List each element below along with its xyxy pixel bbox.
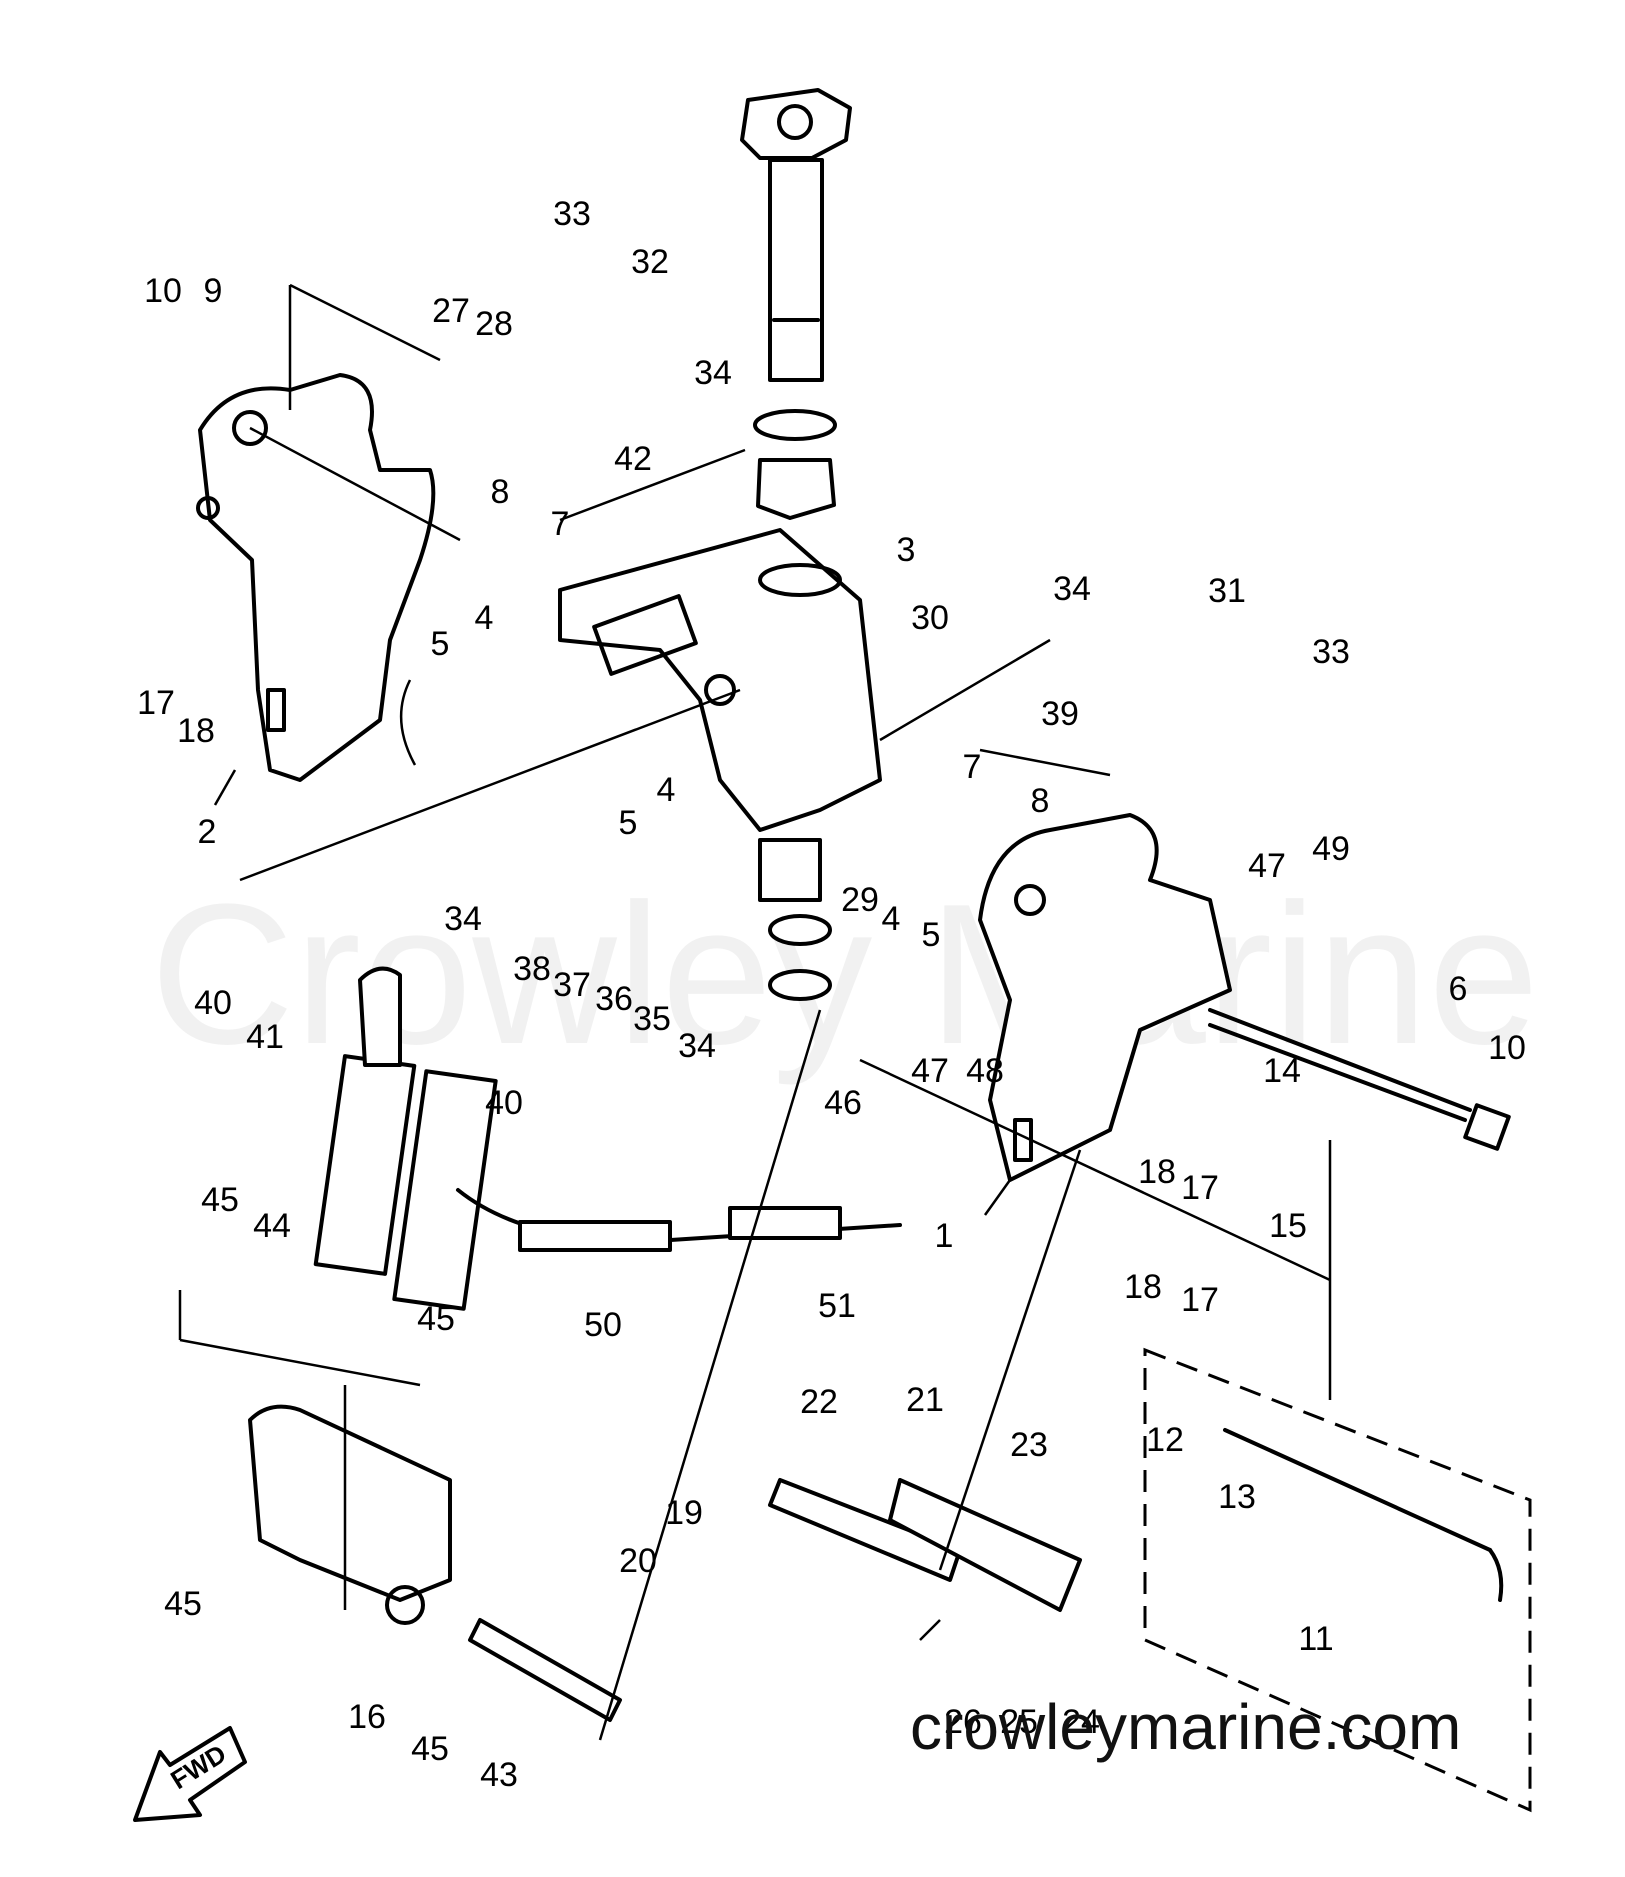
callout-31: 31 bbox=[1208, 572, 1246, 610]
callout-24: 24 bbox=[1062, 1703, 1100, 1741]
callout-29: 29 bbox=[841, 881, 879, 919]
callout-4: 4 bbox=[475, 599, 494, 637]
callout-44: 44 bbox=[253, 1207, 291, 1245]
callout-13: 13 bbox=[1218, 1478, 1256, 1516]
callout-11: 11 bbox=[1298, 1620, 1333, 1658]
callout-45: 45 bbox=[411, 1730, 449, 1768]
callout-47: 47 bbox=[911, 1052, 949, 1090]
callout-34: 34 bbox=[1053, 570, 1091, 608]
callout-43: 43 bbox=[480, 1756, 518, 1794]
callout-3: 3 bbox=[897, 531, 916, 569]
callout-30: 30 bbox=[911, 599, 949, 637]
right-clamp-bracket bbox=[978, 813, 1232, 1216]
callout-47: 47 bbox=[1248, 847, 1286, 885]
callout-19: 19 bbox=[665, 1494, 703, 1532]
callout-45: 45 bbox=[164, 1585, 202, 1623]
website-footer: crowleymarine.com bbox=[910, 1691, 1462, 1763]
callout-41: 41 bbox=[246, 1018, 284, 1056]
callout-38: 38 bbox=[513, 950, 551, 988]
callout-48: 48 bbox=[966, 1052, 1004, 1090]
callout-32: 32 bbox=[631, 243, 669, 281]
forward-direction-arrow: FWD bbox=[133, 1726, 247, 1822]
callout-8: 8 bbox=[491, 473, 510, 511]
callout-46: 46 bbox=[824, 1084, 862, 1122]
callout-labels: 10 9 33 32 27 28 34 42 8 7 3 30 34 31 33… bbox=[137, 195, 1526, 1794]
trim-cable bbox=[456, 1188, 902, 1252]
tilt-pin bbox=[468, 1618, 622, 1722]
callout-34: 34 bbox=[694, 354, 732, 392]
callout-17: 17 bbox=[1181, 1169, 1219, 1207]
callout-51: 51 bbox=[818, 1287, 856, 1325]
callout-49: 49 bbox=[1312, 830, 1350, 868]
callout-40: 40 bbox=[194, 984, 232, 1022]
callout-16: 16 bbox=[348, 1698, 386, 1736]
callout-18: 18 bbox=[177, 712, 215, 750]
callout-33: 33 bbox=[553, 195, 591, 233]
tilt-cylinder bbox=[313, 966, 498, 1311]
callout-5: 5 bbox=[431, 625, 450, 663]
callout-7: 7 bbox=[963, 748, 982, 786]
callout-5: 5 bbox=[619, 804, 638, 842]
callout-4: 4 bbox=[882, 900, 901, 938]
callout-40: 40 bbox=[485, 1084, 523, 1122]
callout-50: 50 bbox=[584, 1306, 622, 1344]
callout-26: 26 bbox=[944, 1703, 982, 1741]
callout-10: 10 bbox=[1488, 1029, 1526, 1067]
callout-39: 39 bbox=[1041, 695, 1079, 733]
callout-15: 15 bbox=[1269, 1207, 1307, 1245]
callout-21: 21 bbox=[906, 1381, 944, 1419]
callout-12: 12 bbox=[1146, 1421, 1184, 1459]
callout-22: 22 bbox=[800, 1383, 838, 1421]
callout-10: 10 bbox=[144, 272, 182, 310]
swivel-bracket bbox=[558, 528, 882, 832]
callout-7: 7 bbox=[551, 505, 570, 543]
callout-34: 34 bbox=[678, 1027, 716, 1065]
callout-17: 17 bbox=[137, 684, 175, 722]
callout-8: 8 bbox=[1031, 782, 1050, 820]
callout-33: 33 bbox=[1312, 633, 1350, 671]
tilt-tube-rod bbox=[1208, 1008, 1511, 1151]
callout-1: 1 bbox=[935, 1217, 954, 1255]
callout-35: 35 bbox=[633, 1000, 671, 1038]
callout-9: 9 bbox=[204, 272, 223, 310]
callout-42: 42 bbox=[614, 440, 652, 478]
callout-45: 45 bbox=[417, 1300, 455, 1338]
callout-28: 28 bbox=[475, 305, 513, 343]
callout-18: 18 bbox=[1124, 1268, 1162, 1306]
swivel-bushings bbox=[758, 838, 832, 1001]
callout-18: 18 bbox=[1138, 1153, 1176, 1191]
callout-37: 37 bbox=[553, 966, 591, 1004]
anode-plates bbox=[768, 1478, 1082, 1612]
callout-5: 5 bbox=[922, 916, 941, 954]
callout-4: 4 bbox=[657, 771, 676, 809]
callout-2: 2 bbox=[198, 813, 217, 851]
tilt-housing bbox=[248, 1404, 452, 1625]
tilt-lever-assembly bbox=[1143, 1347, 1532, 1813]
assembly-lines bbox=[178, 283, 1332, 1741]
callout-27: 27 bbox=[432, 292, 470, 330]
callout-36: 36 bbox=[595, 980, 633, 1018]
callout-23: 23 bbox=[1010, 1426, 1048, 1464]
steering-shaft bbox=[740, 88, 852, 520]
callout-45: 45 bbox=[201, 1181, 239, 1219]
left-clamp-bracket bbox=[196, 373, 436, 806]
callout-20: 20 bbox=[619, 1542, 657, 1580]
callout-17: 17 bbox=[1181, 1281, 1219, 1319]
callout-14: 14 bbox=[1263, 1052, 1301, 1090]
callout-34: 34 bbox=[444, 900, 482, 938]
callout-6: 6 bbox=[1449, 970, 1468, 1008]
callout-25: 25 bbox=[1000, 1703, 1038, 1741]
